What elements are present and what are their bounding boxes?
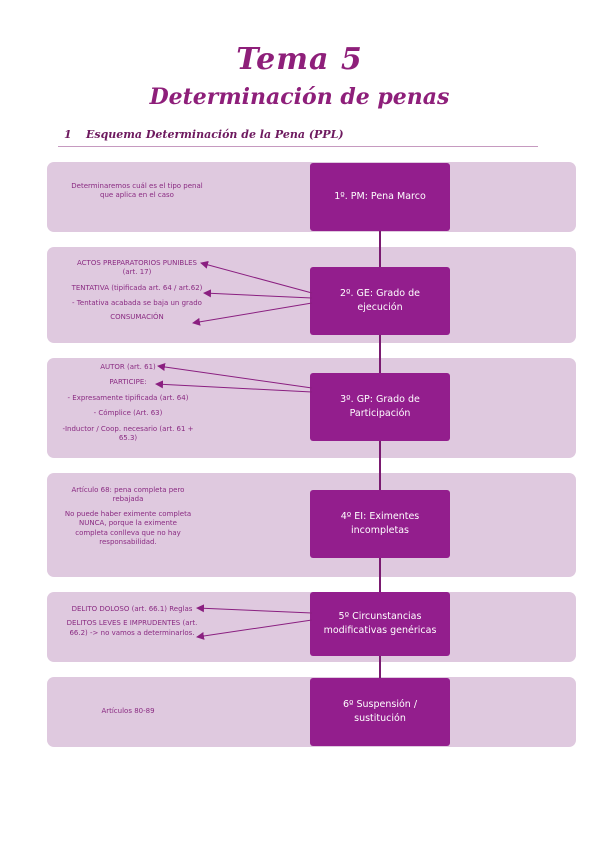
step-box-1: 1º. PM: Pena Marco <box>310 163 450 231</box>
row-5-notes: DELITO DOLOSO (art. 66.1) Reglas DELITOS… <box>52 605 212 638</box>
flow-connector <box>379 441 381 490</box>
note-line: NUNCA, porque la eximente <box>79 519 177 528</box>
note-line: completa conlleva que no hay <box>75 528 181 537</box>
note-line: 66.2) -> no vamos a determinarlos. <box>69 628 195 637</box>
section-divider <box>58 146 538 147</box>
note-line: No puede haber eximente completa <box>64 509 192 518</box>
note-line: PARTICIPE: <box>109 378 147 387</box>
note-line: Determinaremos cuál es el tipo penal <box>71 182 203 190</box>
arrow-to-participe <box>155 380 313 393</box>
arrow-to-actos-preparatorios <box>200 260 313 294</box>
row-6-notes: Artículos 80-89 <box>52 707 204 716</box>
note-line: TENTATIVA (tipificada art. 64 / art.62) <box>71 283 203 292</box>
page-subtitle: Determinación de penas <box>149 84 450 110</box>
row-2-notes: ACTOS PREPARATORIOS PUNIBLES (art. 17) T… <box>52 259 222 322</box>
step-box-4: 4º EI: Eximentes incompletas <box>310 490 450 558</box>
note-line: rebajada <box>112 495 144 504</box>
row-4-notes: Artículo 68: pena completa pero rebajada… <box>52 486 204 548</box>
step-box-2: 2º. GE: Grado de ejecución <box>310 267 450 335</box>
arrow-to-autor <box>157 363 313 389</box>
step-box-5: 5º Circunstancias modificativas genérica… <box>310 592 450 656</box>
note-line: 65.3) <box>118 434 138 443</box>
section-label: Esquema Determinación de la Pena (PPL) <box>86 128 344 141</box>
flow-connector <box>379 231 381 267</box>
note-line: DELITOS LEVES E IMPRUDENTES (art. <box>66 619 198 628</box>
note-line: -Inductor / Coop. necesario (art. 61 + <box>62 424 194 433</box>
arrow-to-consumacion <box>192 302 313 326</box>
note-line: Artículo 68: pena completa pero <box>71 486 185 494</box>
section-number: 1 <box>64 128 72 141</box>
flow-connector <box>379 656 381 678</box>
flow-connector <box>379 335 381 373</box>
section-heading: 1 Esquema Determinación de la Pena (PPL) <box>64 128 344 141</box>
note-line: Artículos 80-89 <box>101 707 155 715</box>
note-line: DELITO DOLOSO (art. 66.1) Reglas <box>71 605 193 613</box>
page-title: Tema 5 <box>236 42 363 77</box>
note-line: (art. 17) <box>122 268 152 277</box>
row-3-notes: AUTOR (art. 61) PARTICIPE: - Expresament… <box>52 363 204 444</box>
flow-connector <box>379 558 381 592</box>
row-1-notes: Determinaremos cuál es el tipo penal que… <box>52 182 222 201</box>
note-line: CONSUMACIÓN <box>110 312 164 321</box>
note-line: AUTOR (art. 61) <box>100 363 156 371</box>
step-box-3: 3º. GP: Grado de Participación <box>310 373 450 441</box>
note-line: responsabilidad. <box>99 538 157 547</box>
arrow-to-delitos-leves <box>196 619 313 640</box>
note-line: que aplica en el caso <box>100 191 174 200</box>
note-line: - Tentativa acabada se baja un grado <box>72 299 202 308</box>
note-line: ACTOS PREPARATORIOS PUNIBLES <box>76 259 197 267</box>
note-line: - Cómplice (Art. 63) <box>93 409 163 418</box>
arrow-to-tentativa <box>203 289 313 299</box>
note-line: - Expresamente tipificada (art. 64) <box>67 393 189 402</box>
arrow-to-delito-doloso <box>196 604 313 614</box>
step-box-6: 6º Suspensión / sustitución <box>310 678 450 746</box>
